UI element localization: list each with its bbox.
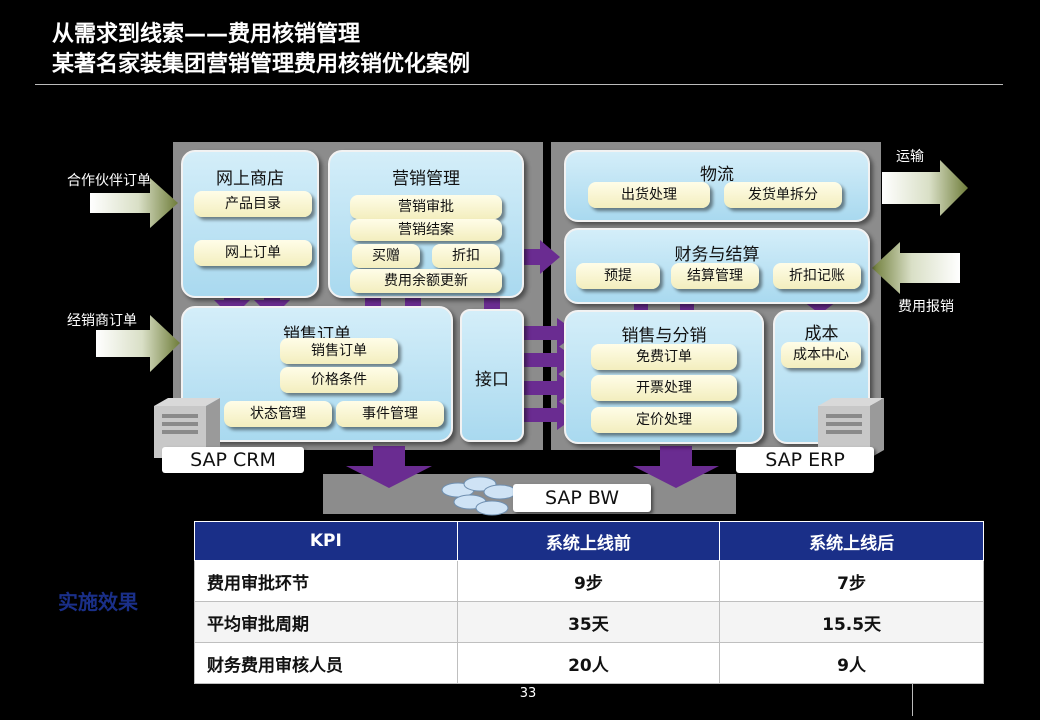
transport-arrow (882, 160, 968, 216)
table-row: 财务费用审核人员 20人 9人 (194, 642, 984, 684)
page-number: 33 (519, 686, 537, 701)
pill-sales-order: 销售订单 (280, 338, 398, 364)
header-before: 系统上线前 (456, 521, 721, 561)
right-arrow (515, 400, 578, 430)
down-arrow (214, 286, 250, 318)
pill-event-mgmt: 事件管理 (336, 401, 444, 427)
partner-order-arrow (90, 178, 178, 228)
effect-label: 实施效果 (58, 590, 138, 614)
pill-delivery-split: 发货单拆分 (724, 182, 842, 208)
pill-accrual: 预提 (576, 263, 660, 289)
database-icon (441, 476, 517, 516)
pill-product-catalog: 产品目录 (194, 191, 312, 217)
online-store-title: 网上商店 (216, 169, 284, 189)
dealer-orders-label: 经销商订单 (67, 313, 137, 329)
pill-buy-gift: 买赠 (352, 244, 420, 268)
pill-shipment: 出货处理 (588, 182, 710, 208)
kpi-name: 平均审批周期 (194, 601, 458, 643)
pill-price-condition: 价格条件 (280, 367, 398, 393)
right-arrow (517, 240, 560, 274)
title-divider (35, 84, 1003, 85)
pill-pricing: 定价处理 (591, 407, 737, 433)
pill-discount-posting: 折扣记账 (773, 263, 861, 289)
expense-reimbursement-label: 费用报销 (898, 299, 954, 315)
pill-settlement: 结算管理 (671, 263, 759, 289)
finance-title: 财务与结算 (674, 245, 760, 265)
expense-arrow (872, 242, 960, 294)
footer-divider (912, 683, 913, 716)
sap-erp-label: SAP ERP (736, 447, 874, 473)
kpi-name: 费用审批环节 (194, 560, 458, 602)
cost-title: 成本 (804, 324, 839, 344)
dealer-order-arrow (96, 315, 180, 372)
kpi-after: 9人 (719, 642, 984, 684)
page-title-line2: 某著名家装集团营销管理费用核销优化案例 (52, 52, 471, 77)
sap-crm-label: SAP CRM (162, 447, 304, 473)
online-store-box: 网上商店 (181, 150, 319, 298)
pill-cost-center: 成本中心 (781, 342, 861, 368)
pill-marketing-closure: 营销结案 (350, 219, 502, 241)
down-arrow (633, 446, 719, 488)
kpi-before: 9步 (456, 560, 721, 602)
sap-bw-label: SAP BW (513, 484, 651, 512)
logistics-title: 物流 (700, 165, 734, 185)
partner-orders-label: 合作伙伴订单 (67, 173, 151, 189)
sales-dist-title: 销售与分销 (621, 326, 707, 346)
interface-title: 接口 (475, 370, 509, 390)
header-after: 系统上线后 (719, 521, 984, 561)
down-arrow (346, 446, 432, 488)
down-arrow (254, 286, 290, 318)
kpi-after: 7步 (719, 560, 984, 602)
right-arrow (515, 345, 578, 375)
kpi-before: 20人 (456, 642, 721, 684)
marketing-title: 营销管理 (392, 169, 460, 189)
pill-balance-update: 费用余额更新 (350, 269, 502, 293)
right-arrow (515, 318, 578, 348)
pill-marketing-approval: 营销审批 (350, 195, 502, 219)
pill-online-order: 网上订单 (194, 240, 312, 266)
pill-status-mgmt: 状态管理 (224, 401, 332, 427)
pill-invoicing: 开票处理 (591, 375, 737, 401)
kpi-before: 35天 (456, 601, 721, 643)
page-title-line1: 从需求到线索——费用核销管理 (52, 22, 361, 47)
transport-label: 运输 (896, 149, 924, 165)
pill-free-order: 免费订单 (591, 344, 737, 370)
kpi-table: KPI 系统上线前 系统上线后 费用审批环节 9步 7步 平均审批周期 35天 … (194, 521, 984, 684)
kpi-name: 财务费用审核人员 (194, 642, 458, 684)
header-kpi: KPI (194, 521, 458, 561)
kpi-after: 15.5天 (719, 601, 984, 643)
table-row: 平均审批周期 35天 15.5天 (194, 601, 984, 643)
right-arrow (515, 373, 578, 403)
pill-discount: 折扣 (432, 244, 500, 268)
table-header-row: KPI 系统上线前 系统上线后 (194, 521, 984, 561)
interface-box: 接口 (460, 309, 524, 442)
table-row: 费用审批环节 9步 7步 (194, 560, 984, 602)
